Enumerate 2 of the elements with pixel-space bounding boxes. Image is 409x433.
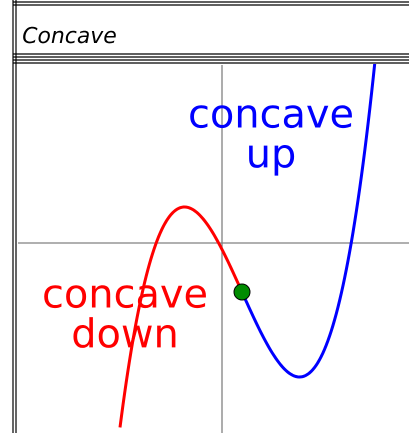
curve-label: concave up [190,105,352,176]
column-heading: Concave [23,26,116,44]
